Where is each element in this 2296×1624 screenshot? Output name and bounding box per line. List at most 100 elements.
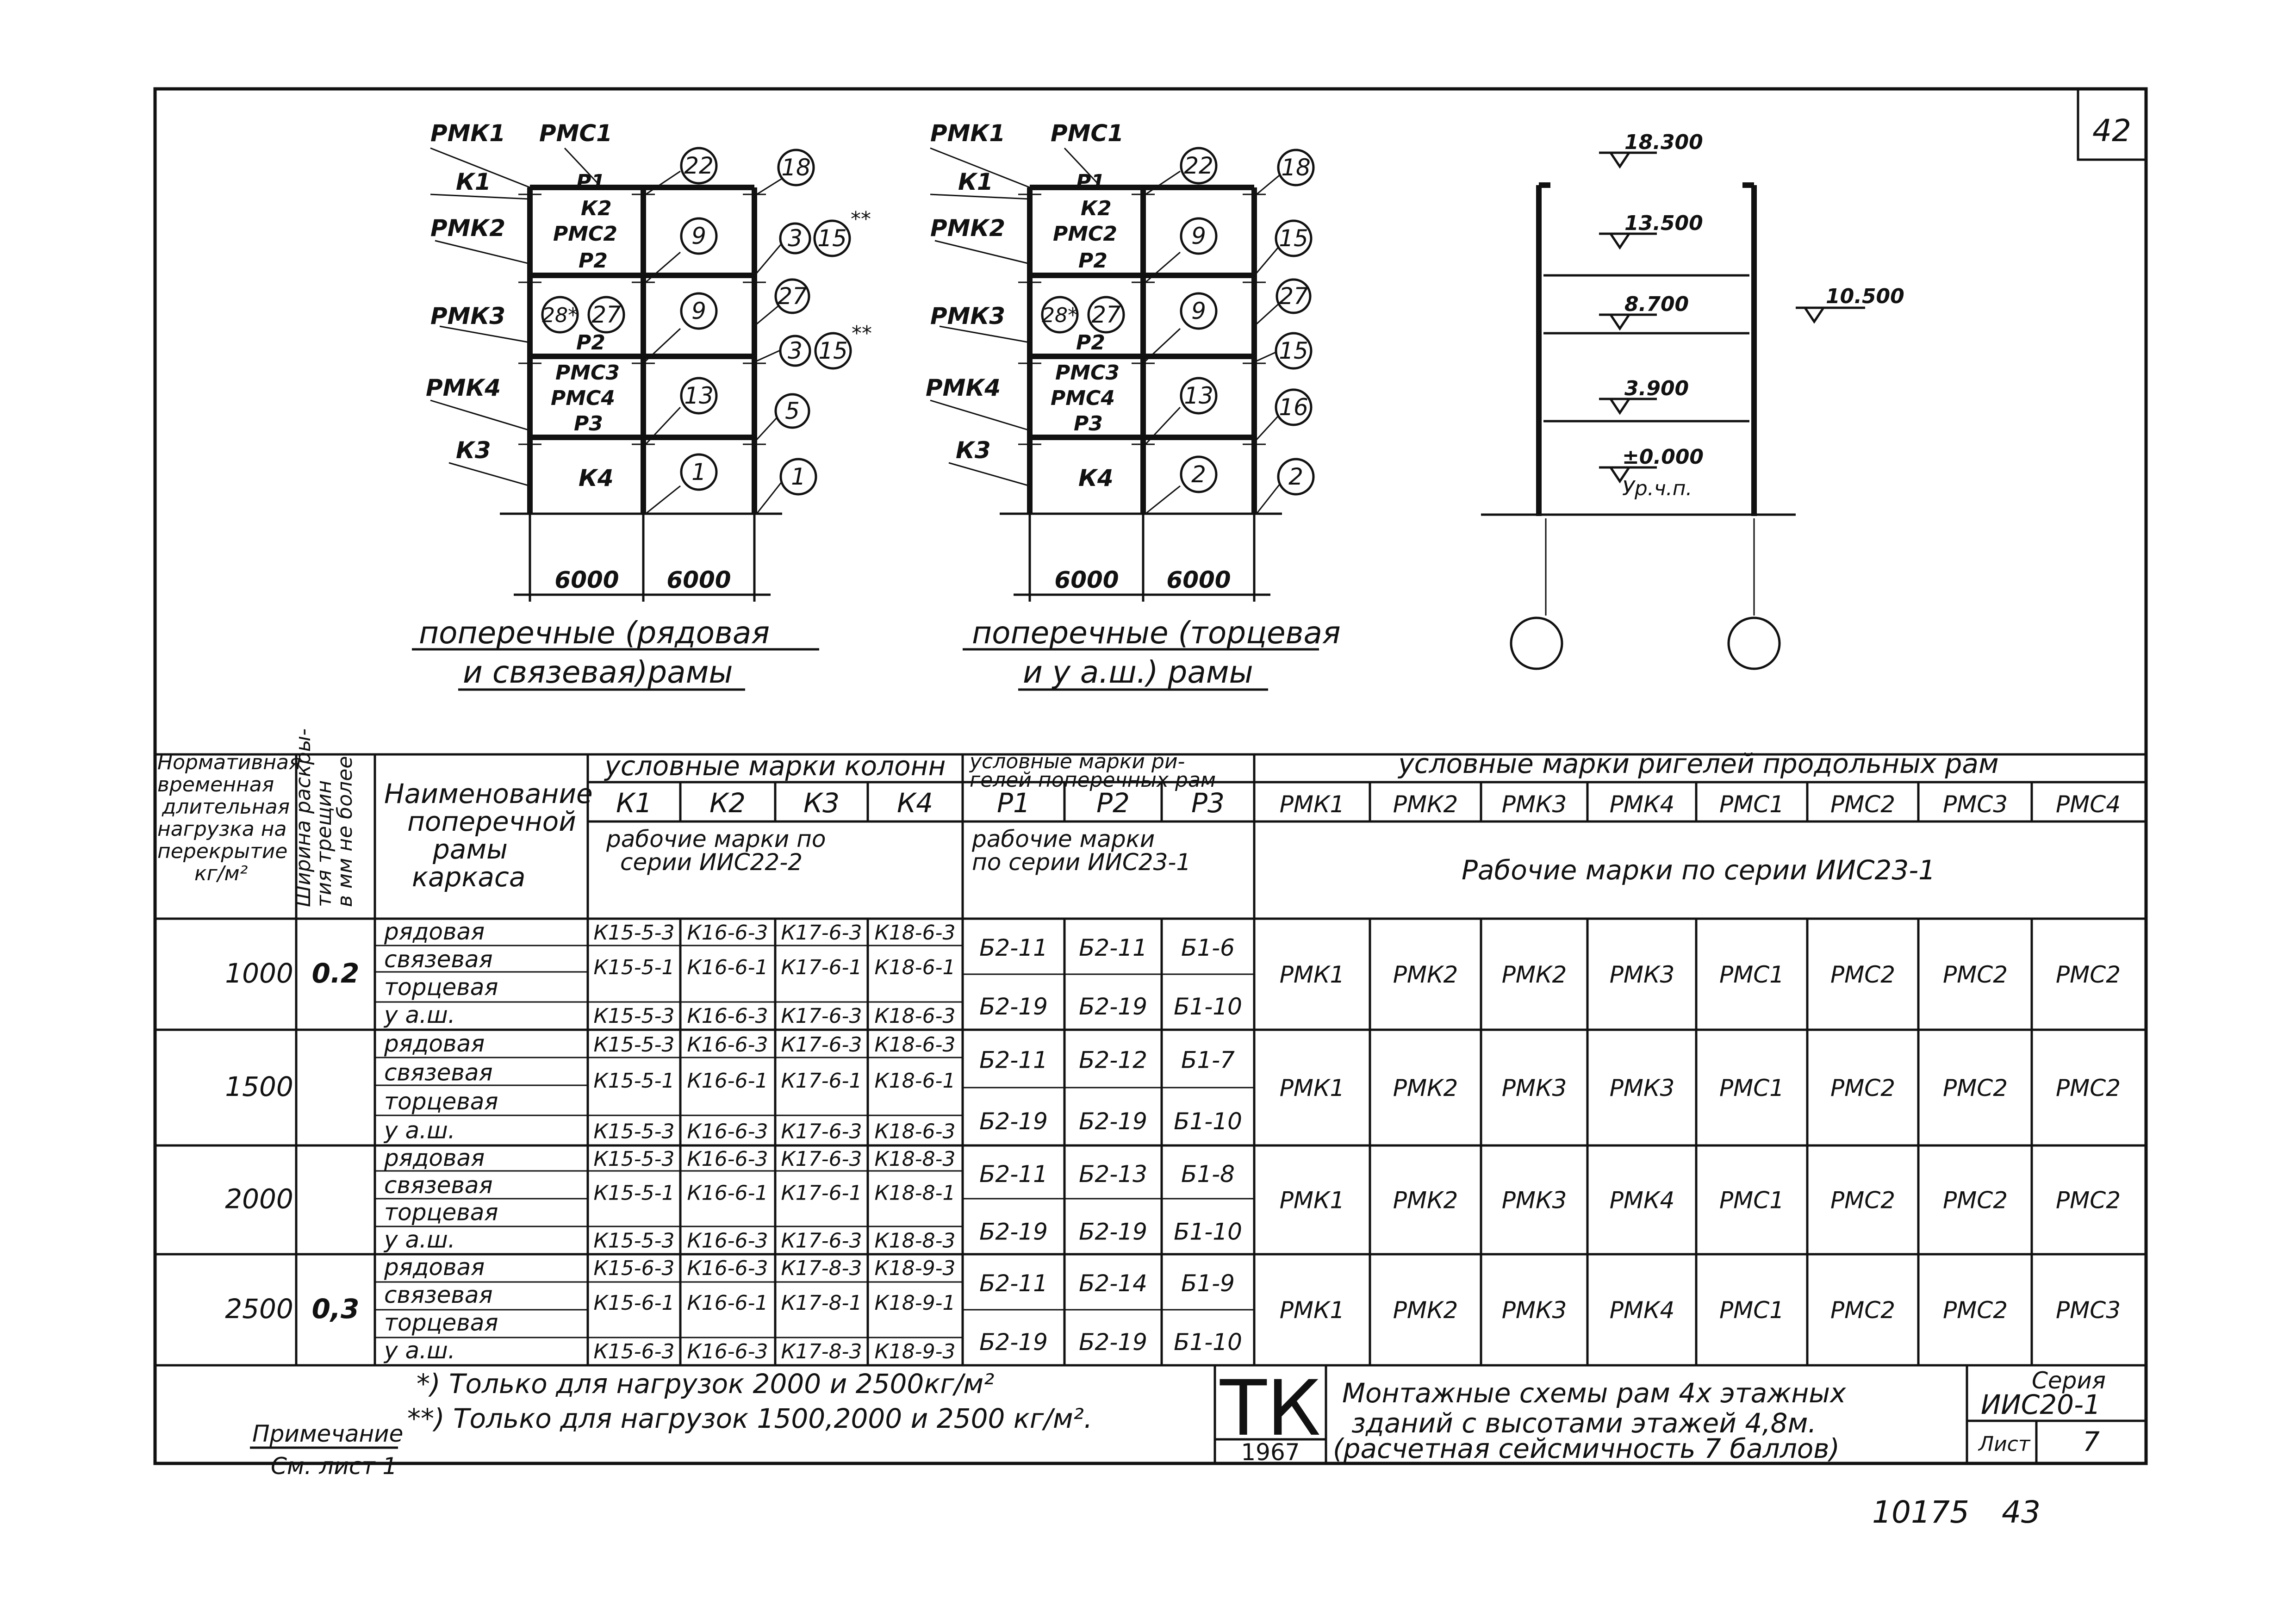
long-girder-mark: РМК3 — [1502, 1297, 1567, 1324]
column-mark: К17-6-3 — [781, 1120, 862, 1143]
column-mark: К17-6-3 — [781, 1147, 862, 1171]
frame-type: у а.ш. — [383, 1002, 455, 1028]
svg-text:27: 27 — [778, 283, 807, 310]
svg-text:РМС3: РМС3 — [1055, 361, 1120, 385]
column-mark: К18-8-3 — [875, 1229, 956, 1252]
caption-middle-2: и у а.ш.) рамы — [1023, 654, 1253, 690]
caption-left-1: поперечные (рядовая — [419, 615, 770, 651]
svg-text:28*: 28* — [1042, 304, 1078, 327]
load-value: 2000 — [225, 1183, 293, 1215]
svg-text:К3: К3 — [956, 437, 991, 464]
series-value: ИИС20-1 — [1981, 1389, 2101, 1420]
svg-text:9: 9 — [691, 298, 706, 324]
frame-type: рядовая — [384, 918, 485, 945]
column-mark: К17-6-3 — [781, 1033, 862, 1057]
frame-type: у а.ш. — [383, 1117, 455, 1144]
long-girder-mark: РМК1 — [1280, 1187, 1345, 1214]
svg-text:РМС3: РМС3 — [1943, 791, 2008, 818]
svg-text:9: 9 — [691, 223, 706, 249]
svg-text:К4: К4 — [1078, 465, 1114, 492]
notes: *) Только для нагрузок 2000 и 2500кг/м² … — [250, 1368, 1092, 1480]
frame-type: у а.ш. — [383, 1337, 455, 1364]
svg-text:27: 27 — [591, 301, 621, 328]
load-value: 1000 — [225, 958, 293, 989]
svg-text:РМС1: РМС1 — [1719, 791, 1784, 818]
load-value: 2500 — [225, 1293, 293, 1325]
column-mark: К16-6-3 — [687, 921, 768, 945]
column-mark: К16-6-1 — [687, 1182, 768, 1205]
girder-mark: Б2-19 — [979, 1218, 1048, 1245]
svg-text:РМС4: РМС4 — [2056, 791, 2121, 818]
note-star2: **) Только для нагрузок 1500,2000 и 2500… — [407, 1403, 1092, 1434]
long-girder-mark: РМК1 — [1280, 961, 1345, 988]
svg-text:13: 13 — [684, 382, 714, 409]
long-girder-mark: РМС2 — [2056, 1075, 2121, 1101]
frame-type: рядовая — [384, 1254, 485, 1281]
column-mark: К18-6-3 — [875, 1120, 956, 1143]
svg-text:9: 9 — [1191, 223, 1206, 249]
frame-type: связевая — [384, 1172, 493, 1199]
girder-mark: Б2-19 — [1079, 1218, 1147, 1245]
svg-text:Р2: Р2 — [1078, 249, 1108, 273]
label-rmk1: РМК1 — [430, 120, 505, 147]
label-k3: К3 — [456, 437, 491, 464]
label-k1: К1 — [456, 168, 491, 195]
long-girder-mark: РМС2 — [1943, 1297, 2008, 1324]
column-mark: К17-6-1 — [781, 1182, 862, 1205]
hdr-crack: Ширина раскры- тия трещин в мм не более — [292, 722, 357, 907]
column-mark: К18-9-1 — [875, 1291, 956, 1315]
svg-text:15: 15 — [1279, 225, 1308, 252]
svg-text:6000: 6000 — [1166, 566, 1231, 593]
column-mark: К18-8-1 — [875, 1182, 956, 1205]
column-mark: К15-5-3 — [594, 1004, 675, 1028]
tk-logo: ТК — [1220, 1364, 1321, 1453]
column-mark: К18-6-1 — [875, 956, 956, 979]
svg-text:К2: К2 — [709, 787, 746, 819]
long-girder-mark: РМС1 — [1719, 1075, 1784, 1101]
title-line2: зданий с высотами этажей 4,8м. — [1351, 1407, 1817, 1439]
svg-text:РМК2: РМК2 — [1393, 791, 1458, 818]
svg-text:9: 9 — [1191, 298, 1206, 324]
note-title: Примечание — [252, 1420, 403, 1447]
svg-text:РМК2: РМК2 — [930, 215, 1005, 242]
label-p2b: Р2 — [576, 331, 605, 355]
girder-mark: Б2-19 — [979, 1108, 1048, 1135]
long-girder-mark: РМК3 — [1502, 1075, 1567, 1101]
long-girder-mark: РМК4 — [1610, 1297, 1675, 1324]
svg-text:6000: 6000 — [1054, 566, 1119, 593]
girder-mark: Б2-19 — [979, 993, 1048, 1020]
label-p2a: Р2 — [579, 249, 608, 273]
label-rmk4: РМК4 — [426, 374, 501, 401]
footer-left: 10175 — [1872, 1494, 1969, 1530]
svg-text:3: 3 — [788, 337, 803, 364]
svg-text:РМС4: РМС4 — [1051, 386, 1115, 410]
svg-text:1: 1 — [691, 459, 706, 485]
frame-type: связевая — [384, 946, 493, 973]
column-mark: К16-6-1 — [687, 956, 768, 979]
column-mark: К16-6-3 — [687, 1340, 768, 1363]
long-girder-mark: РМС2 — [2056, 1187, 2121, 1214]
svg-text:Р1: Р1 — [1076, 170, 1105, 194]
long-girder-mark: РМК2 — [1393, 1297, 1458, 1324]
sheet-number-box — [2077, 89, 2146, 161]
node-callouts: 22 18 9 3 15 28* 27 9 27 3 15 13 5 1 1 — [541, 147, 852, 496]
hdr-name: Наименование поперечной рамы каркаса — [384, 778, 601, 893]
svg-text:5: 5 — [785, 398, 800, 424]
axis-marker-left — [1510, 616, 1563, 670]
girder-mark: Б2-19 — [979, 1329, 1048, 1356]
column-mark: К17-8-1 — [781, 1291, 862, 1315]
column-mark: К15-5-3 — [594, 921, 675, 945]
girder-mark: Б1-9 — [1181, 1270, 1235, 1297]
series-label: Серия — [2032, 1367, 2106, 1394]
note-text: См. лист 1 — [271, 1453, 397, 1480]
hdr-columns-series: рабочие марки по серии ИИС22-2 — [606, 826, 833, 876]
sheet-label: Лист — [1978, 1432, 2031, 1456]
column-mark: К16-6-3 — [687, 1147, 768, 1171]
long-girder-mark: РМК1 — [1280, 1297, 1345, 1324]
column-mark: К16-6-3 — [687, 1229, 768, 1252]
section-diagram: 18.300 13.500 8.700 3.900 ±0.000 10.500 … — [1481, 131, 1904, 670]
svg-text:Р2: Р2 — [1096, 787, 1130, 819]
caption-middle-1: поперечные (торцевая — [972, 615, 1341, 651]
